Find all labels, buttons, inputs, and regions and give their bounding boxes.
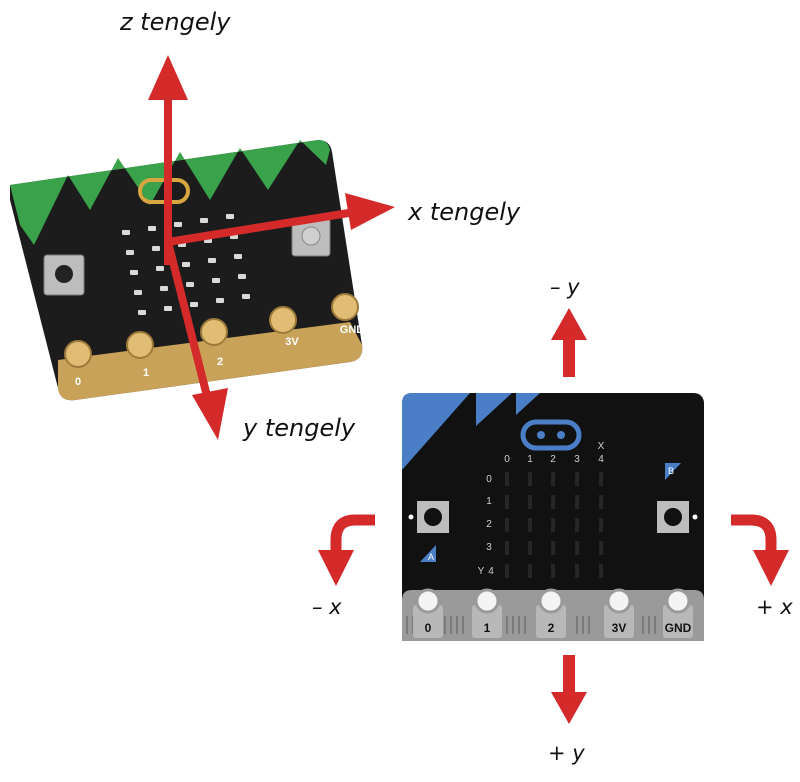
diagram-board-logo <box>520 419 582 451</box>
grid-col-index: 2 <box>550 454 556 465</box>
diagram-pin-label: GND <box>665 621 692 635</box>
diagram-button-b: B <box>657 463 698 533</box>
diagram-led-matrix <box>505 472 603 578</box>
plus-x-label: + x <box>756 595 793 619</box>
grid-col-index: 0 <box>504 454 510 465</box>
photo-pin-holes <box>64 293 359 368</box>
minus-x-arrow <box>330 514 375 555</box>
x-axis-label: x tengely <box>407 198 521 226</box>
grid-row-index: 1 <box>486 496 492 507</box>
grid-x-marker: X <box>598 441 605 452</box>
y-axis-label: y tengely <box>242 414 356 442</box>
photo-pin-label: 0 <box>75 376 81 388</box>
button-a-label: A <box>428 552 434 562</box>
photo-pin-label: 2 <box>217 356 223 368</box>
grid-col-index: 3 <box>574 454 580 465</box>
plus-y-label: + y <box>548 741 585 765</box>
plus-x-arrow <box>731 514 777 555</box>
photo-board-edge-connector <box>58 322 363 401</box>
y-axis-arrow <box>164 241 212 401</box>
diagram-board-blue-stripe <box>402 393 470 470</box>
diagram-board: X 0 1 2 3 4 0 1 2 3 Y 4 A <box>402 393 704 641</box>
diagram-blue-tooth <box>476 393 512 426</box>
photo-pin-label: GND <box>340 324 365 336</box>
diagram-pin-label: 1 <box>484 621 491 635</box>
plus-y-arrow <box>563 655 575 697</box>
photo-axis-arrows <box>148 55 395 440</box>
minus-y-arrowhead <box>551 308 587 340</box>
diagram-button-a: A <box>408 501 449 562</box>
photo-button-b <box>291 217 331 257</box>
photo-led-matrix <box>122 214 250 315</box>
diagram-pin-label: 0 <box>425 621 432 635</box>
minus-x-label: – x <box>312 595 342 619</box>
diagram-edge-connector <box>402 588 704 641</box>
grid-row-index: 2 <box>486 519 492 530</box>
plus-y-arrowhead <box>551 692 587 724</box>
grid-col-index: 1 <box>527 454 533 465</box>
photo-pin-label: 3V <box>285 336 299 348</box>
minus-y-label: – y <box>550 275 580 299</box>
diagram-board-body <box>402 393 704 641</box>
diagram-blue-tooth <box>516 393 540 415</box>
button-b-label: B <box>668 466 674 476</box>
diagram-pin-label: 2 <box>548 621 555 635</box>
grid-y-marker: Y <box>478 566 485 577</box>
diagram-pin-label: 3V <box>612 621 627 635</box>
photo-pin-labels: 0 1 2 3V GND <box>75 324 364 388</box>
grid-row-index: 3 <box>486 542 492 553</box>
x-axis-arrowhead <box>345 193 395 230</box>
diagram-logo-dot <box>557 431 565 439</box>
z-axis-arrowhead <box>148 55 188 100</box>
photo-board: 0 1 2 3V GND <box>10 140 364 401</box>
grid-col-index: 4 <box>598 454 604 465</box>
minus-y-arrow <box>563 335 575 377</box>
plus-x-arrowhead <box>753 550 789 586</box>
x-axis-arrow <box>167 208 356 246</box>
direction-arrows <box>318 308 789 724</box>
y-axis-arrowhead <box>192 388 228 440</box>
z-axis-label: z tengely <box>119 8 231 36</box>
photo-pin-label: 1 <box>143 367 149 379</box>
grid-row-index: 4 <box>488 566 494 577</box>
photo-button-a <box>43 254 85 296</box>
grid-row-index: 0 <box>486 474 492 485</box>
minus-x-arrowhead <box>318 550 354 586</box>
diagram-logo-dot <box>537 431 545 439</box>
